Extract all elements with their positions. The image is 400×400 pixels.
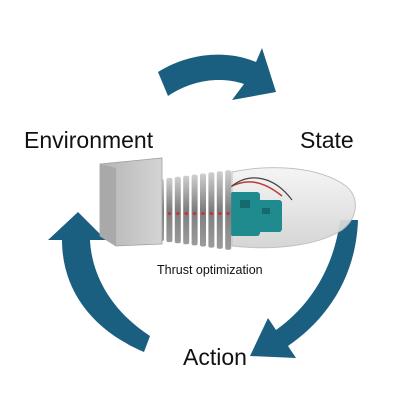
ring-marker [218, 212, 222, 215]
ring-marker [209, 212, 213, 215]
cycle-arrow-icon [48, 212, 150, 352]
servo-motor-icon [227, 177, 293, 236]
state-label: State [300, 127, 354, 153]
body-segments [158, 170, 232, 250]
ring-marker [226, 212, 230, 215]
ring-marker [176, 212, 180, 215]
robot-fish-icon [99, 157, 356, 250]
body-ring [183, 175, 190, 245]
body-ring [200, 173, 206, 247]
environment-label: Environment [24, 127, 154, 153]
ring-marker [193, 212, 197, 215]
action-label: Action [183, 344, 247, 370]
cycle-arrow-icon [158, 48, 276, 100]
body-ring [216, 171, 223, 249]
caption-label: Thrust optimization [157, 263, 263, 277]
ring-marker [184, 212, 188, 215]
ring-marker [201, 212, 205, 215]
body-ring [191, 174, 198, 246]
ring-marker [167, 212, 171, 215]
body-ring [208, 172, 215, 248]
body-ring [166, 177, 173, 243]
body-ring [225, 170, 232, 250]
body-ring [174, 176, 181, 244]
cycle-arrow-icon [250, 220, 358, 358]
